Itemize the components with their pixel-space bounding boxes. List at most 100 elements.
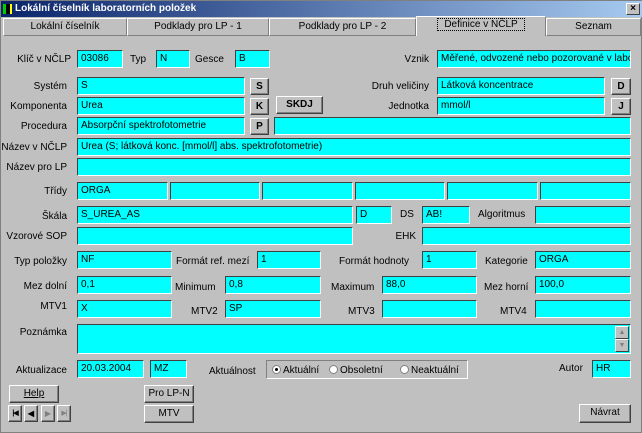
procedura-detail-field[interactable] [274, 117, 631, 135]
procedura-button[interactable]: P [250, 118, 269, 135]
pro-lp-n-button[interactable]: Pro LP-N [144, 385, 194, 403]
komponenta-field[interactable]: Urea [77, 97, 245, 115]
close-button[interactable]: × [626, 3, 640, 15]
label-mtv4: MTV4 [500, 306, 527, 317]
radio-label: Neaktuální [411, 365, 459, 376]
tab-lokalni-ciselnik[interactable]: Lokální číselník [3, 18, 127, 36]
minimum-field[interactable]: 0,8 [225, 276, 321, 294]
label-mez-horni: Mez horní [484, 282, 529, 293]
jednotka-field[interactable]: mmol/l [437, 97, 605, 115]
first-record-button[interactable]: |◀ [8, 405, 22, 422]
trida-field-2[interactable] [170, 182, 260, 200]
label-druh: Druh veličiny [371, 81, 429, 92]
trida-field-5[interactable] [447, 182, 538, 200]
skala-field[interactable]: S_UREA_AS [77, 206, 353, 224]
mtv-button[interactable]: MTV [144, 405, 194, 423]
ds-field[interactable]: AB! [422, 206, 470, 224]
tab-label: Definice v NČLP [437, 18, 525, 31]
label-minimum: Minimum [175, 282, 216, 293]
format-hodnoty-field[interactable]: 1 [422, 251, 477, 269]
radio-label: Obsoletní [340, 365, 383, 376]
poznamka-textarea[interactable] [77, 324, 631, 354]
skala-code-field[interactable]: D [356, 206, 392, 224]
jednotka-button[interactable]: J [611, 98, 631, 115]
radio-obsoletni[interactable]: Obsoletní [329, 365, 383, 376]
trida-field-1[interactable]: ORGA [77, 182, 168, 200]
typ-field[interactable]: N [156, 50, 190, 68]
trida-field-6[interactable] [540, 182, 631, 200]
gesce-field[interactable]: B [235, 50, 270, 68]
mez-dolni-field[interactable]: 0,1 [77, 276, 172, 294]
radio-unchecked-icon [400, 365, 409, 374]
radio-checked-icon [272, 365, 281, 374]
label-gesce: Gesce [195, 54, 224, 65]
nazev-lp-field[interactable] [77, 158, 631, 176]
label-mtv2: MTV2 [191, 306, 218, 317]
label-sop: Vzorové SOP [6, 231, 67, 242]
kategorie-field[interactable]: ORGA [535, 251, 631, 269]
komponenta-button[interactable]: K [250, 98, 269, 115]
system-field[interactable]: S [77, 77, 245, 95]
label-algoritmus: Algoritmus [478, 209, 526, 220]
mtv2-field[interactable]: SP [225, 300, 321, 318]
scroll-down-icon[interactable]: ▼ [615, 339, 629, 352]
navrat-button[interactable]: Návrat [579, 404, 631, 423]
aktualizace-field[interactable]: 20.03.2004 [77, 360, 144, 378]
format-ref-field[interactable]: 1 [257, 251, 321, 269]
sop-field[interactable] [77, 227, 353, 245]
mtv3-field[interactable] [382, 300, 477, 318]
system-button[interactable]: S [250, 78, 269, 95]
ehk-field[interactable] [422, 227, 631, 245]
typ-polozky-field[interactable]: NF [77, 251, 172, 269]
label-nazev-lp: Název pro LP [6, 162, 67, 173]
label-maximum: Maximum [331, 282, 375, 293]
tab-podklady-2[interactable]: Podklady pro LP - 2 [269, 18, 416, 36]
trida-field-3[interactable] [262, 182, 353, 200]
label-format-ref: Formát ref. mezí [176, 256, 250, 267]
label-vznik: Vznik [404, 54, 429, 65]
last-record-button[interactable]: ▶| [57, 405, 71, 422]
label-ds: DS [400, 209, 414, 220]
radio-unchecked-icon [329, 365, 338, 374]
aktualizace-user-field[interactable]: MZ [150, 360, 187, 378]
label-nazev-nclp: Název v NČLP [1, 142, 67, 153]
label-autor: Autor [559, 363, 583, 374]
mtv4-field[interactable] [535, 300, 631, 318]
radio-aktualni[interactable]: Aktuální [272, 365, 319, 376]
label-procedura: Procedura [20, 121, 67, 132]
druh-field[interactable]: Látková koncentrace [437, 77, 605, 95]
tab-podklady-1[interactable]: Podklady pro LP - 1 [127, 18, 269, 36]
prev-record-button[interactable]: ◀ [24, 405, 38, 422]
app-icon [3, 4, 12, 14]
mez-horni-field[interactable]: 100,0 [535, 276, 631, 294]
next-record-button[interactable]: ▶ [41, 405, 55, 422]
mtv1-field[interactable]: X [77, 300, 172, 318]
label-aktualizace: Aktualizace [15, 365, 67, 376]
skdj-button[interactable]: SKDJ [276, 96, 323, 114]
nazev-nclp-field[interactable]: Urea (S; látková konc. [mmol/l] abs. spe… [77, 138, 631, 156]
klic-field[interactable]: 03086 [77, 50, 123, 68]
scroll-up-icon[interactable]: ▲ [615, 326, 629, 339]
radio-neaktualni[interactable]: Neaktuální [400, 365, 459, 376]
help-button[interactable]: Help [9, 385, 59, 403]
label-skala: Škála [41, 211, 67, 222]
procedura-field[interactable]: Absorpční spektrofotometrie [77, 117, 245, 135]
maximum-field[interactable]: 88,0 [382, 276, 477, 294]
autor-field[interactable]: HR [592, 360, 631, 378]
label-typ: Typ [130, 54, 147, 65]
vznik-field[interactable]: Měřené, odvozené nebo pozorované v labo [437, 50, 631, 68]
label-komponenta: Komponenta [10, 101, 67, 112]
label-klic: Klíč v NČLP [17, 54, 71, 65]
trida-field-4[interactable] [355, 182, 445, 200]
druh-button[interactable]: D [611, 78, 631, 95]
label-aktualnost: Aktuálnost [209, 366, 256, 377]
label-ehk: EHK [395, 231, 416, 242]
label-jednotka: Jednotka [388, 101, 429, 112]
poznamka-scrollbar[interactable]: ▲▼ [615, 326, 629, 352]
label-format-hodnoty: Formát hodnoty [339, 256, 410, 267]
tab-seznam[interactable]: Seznam [546, 18, 641, 36]
algoritmus-field[interactable] [535, 206, 631, 224]
label-typ-polozky: Typ položky [14, 256, 67, 267]
tab-definice-nclp[interactable]: Definice v NČLP [416, 16, 546, 36]
window-title: Lokální číselník laboratorních položek [15, 3, 197, 14]
